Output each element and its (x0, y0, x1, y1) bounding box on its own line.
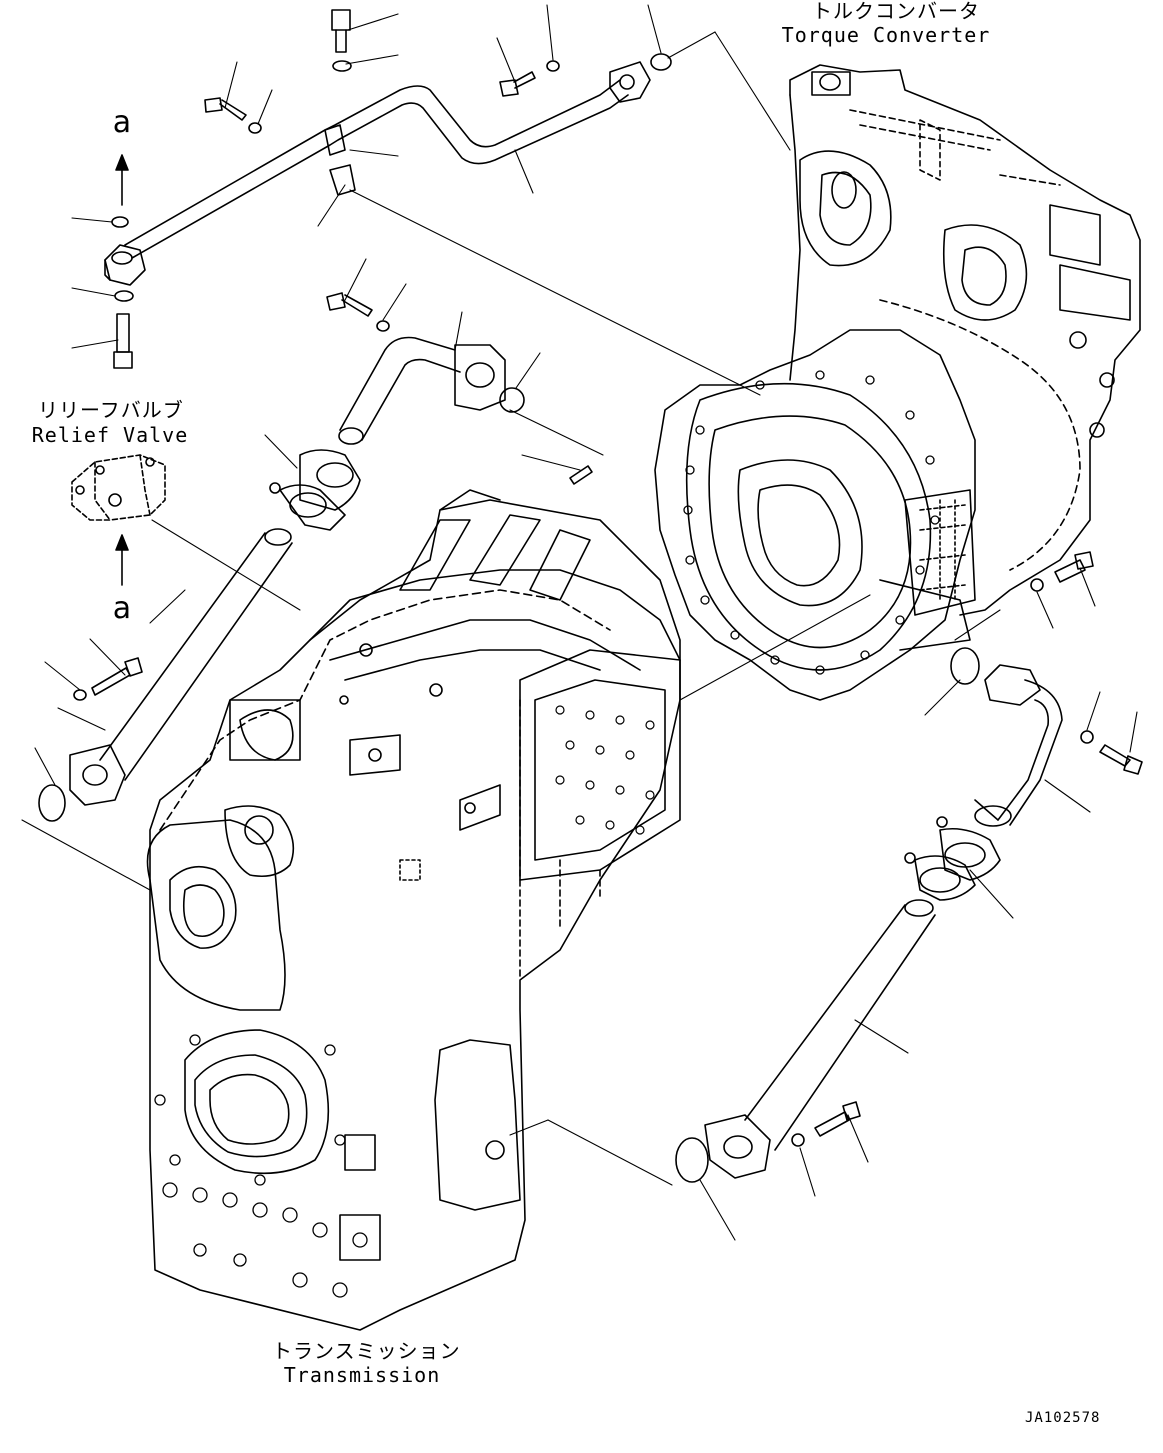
middle-elbow-pipe (326, 292, 525, 445)
left-pipe-joint (38, 449, 361, 822)
transmission-label-en: Transmission (283, 1363, 441, 1387)
reference-arrow-bottom (115, 534, 129, 586)
torque-converter-label-jp: トルクコンバータ (812, 0, 980, 23)
right-pipe-joint (675, 816, 1001, 1183)
reference-arrow-top (115, 154, 129, 206)
transmission-housing (146, 489, 681, 1331)
torque-converter-label-en: Torque Converter (781, 23, 991, 47)
reference-mark-top: a (112, 105, 132, 140)
leader-lines (21, 4, 1138, 1241)
relief-valve (71, 454, 166, 521)
relief-valve-label-jp: リリーフバルブ (38, 398, 184, 422)
document-id: JA102578 (1025, 1410, 1101, 1426)
upper-oil-pipe (104, 61, 651, 286)
reference-mark-bottom: a (112, 591, 132, 626)
right-elbow-pipe (950, 551, 1143, 827)
flywheel-housing (654, 329, 976, 701)
transmission-label-jp: トランスミッション (272, 1339, 461, 1363)
dowel-pin (569, 465, 593, 485)
torque-converter-housing (789, 64, 1141, 616)
fasteners-top (111, 9, 672, 369)
relief-valve-label-en: Relief Valve (31, 423, 189, 447)
